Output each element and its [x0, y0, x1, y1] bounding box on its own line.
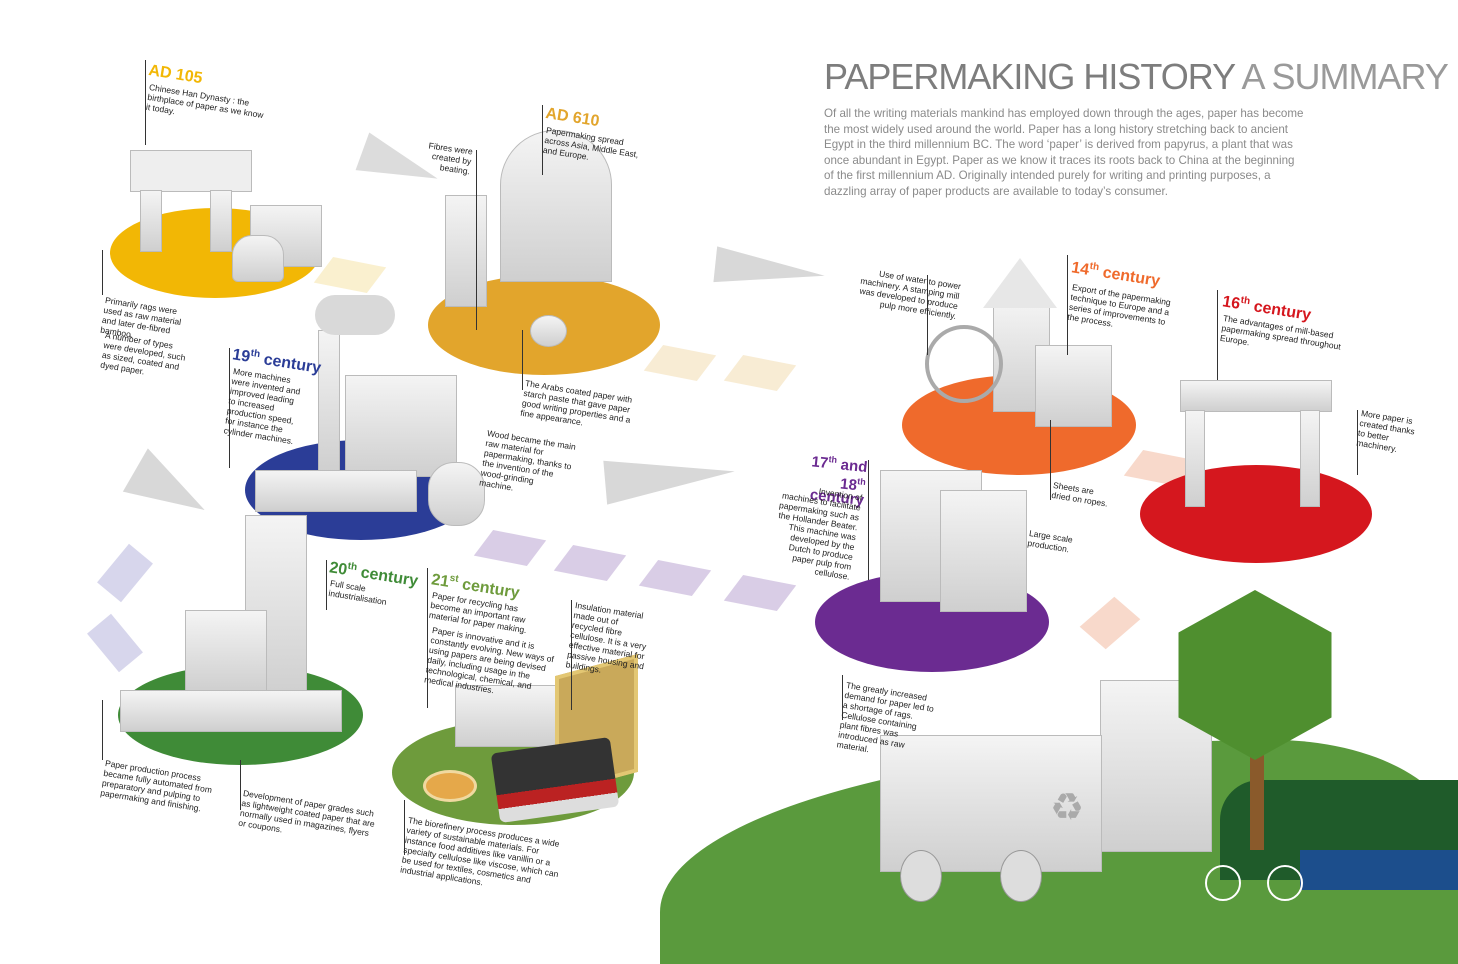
c16-platform	[1140, 465, 1372, 563]
basin	[530, 315, 567, 347]
path-arrow	[1079, 596, 1141, 650]
leader-line	[145, 60, 146, 145]
note-wood-material: Wood became the main raw material for pa…	[478, 428, 577, 493]
water-wheel	[925, 325, 1003, 403]
note-better-machinery: More paper is created thanks to better m…	[1355, 408, 1416, 454]
title-thin: A SUMMARY	[1241, 56, 1448, 97]
note-large-scale: Large scale production.	[1026, 528, 1074, 555]
path-arrow	[313, 256, 387, 294]
tower-roof	[983, 258, 1057, 308]
path-arrow	[723, 354, 797, 392]
bicycle-wheel	[1205, 865, 1241, 901]
era-desc-c19: More machines were invented and improved…	[223, 366, 302, 447]
note-rag-shortage: The greatly increased demand for paper l…	[836, 680, 935, 755]
recycle-icon: ♻	[1050, 787, 1085, 829]
paper-stack	[455, 685, 557, 747]
leader-line	[927, 275, 928, 355]
truck-wheel	[900, 850, 942, 902]
leader-line	[476, 150, 477, 330]
note-insulation: Insulation material made out of recycled…	[565, 600, 647, 675]
pillar	[140, 190, 162, 252]
chimney	[318, 330, 340, 472]
leader-line	[868, 460, 869, 580]
path-arrow	[723, 574, 797, 612]
leader-line	[1357, 410, 1358, 475]
leader-line	[102, 250, 103, 295]
leader-line	[229, 348, 230, 468]
leader-line	[522, 330, 523, 390]
path-arrow	[87, 613, 143, 673]
pagoda-roof	[130, 150, 252, 192]
arch-wall	[500, 130, 612, 282]
column	[1300, 410, 1320, 507]
house	[185, 610, 267, 692]
note-automation: Paper production process became fully au…	[99, 758, 213, 814]
leader-line	[1217, 290, 1218, 380]
leader-line	[427, 568, 428, 708]
smoke	[315, 295, 395, 335]
page-title: PAPERMAKING HISTORY A SUMMARY	[824, 56, 1449, 98]
leader-line	[571, 600, 572, 710]
brick-wall	[1035, 345, 1112, 427]
leader-line	[1050, 420, 1051, 500]
leader-line	[404, 800, 405, 855]
note-water-power: Use of water to power machinery. A stamp…	[858, 268, 962, 321]
leader-line	[842, 675, 843, 720]
path-arrow	[473, 529, 547, 567]
colonnade-top	[1180, 380, 1332, 412]
note-paper-grades: Development of paper grades such as ligh…	[237, 788, 376, 839]
column	[1185, 410, 1205, 507]
donut	[423, 770, 477, 802]
note-sheets-dried: Sheets are dried on ropes.	[1050, 480, 1109, 509]
era-desc-ad105: Chinese Han Dynasty : the birthplace of …	[145, 82, 265, 121]
leader-line	[240, 760, 241, 810]
title-bold: PAPERMAKING HISTORY	[824, 56, 1235, 97]
tank	[428, 462, 485, 526]
bicycle-icon	[1205, 855, 1305, 901]
recycling-truck	[880, 735, 1102, 872]
paper-plane-icon	[713, 246, 827, 294]
bicycle-wheel	[1267, 865, 1303, 901]
cylinder-machine	[255, 470, 417, 512]
path-arrow	[553, 544, 627, 582]
leader-line	[1067, 255, 1068, 355]
vat	[232, 235, 284, 282]
path-arrow	[97, 543, 153, 603]
paper-plane-icon	[603, 449, 737, 505]
leader-line	[102, 700, 103, 760]
paper-machine	[120, 690, 342, 732]
leader-line	[326, 560, 327, 610]
t-shirt-stack	[490, 736, 620, 824]
era-desc-c14: Export of the papermaking technique to E…	[1066, 282, 1172, 329]
leader-line	[542, 105, 543, 175]
truck-wheel	[1000, 850, 1042, 902]
note-arabs-starch: The Arabs coated paper with starch paste…	[519, 378, 633, 428]
lake	[1300, 850, 1458, 890]
factory-wall	[345, 375, 457, 477]
paper-plane-icon	[122, 448, 218, 532]
era-desc-c17: Invention of machines to facilitate pape…	[777, 485, 863, 582]
dutch-house	[940, 490, 1027, 612]
intro-paragraph: Of all the writing materials mankind has…	[824, 107, 1304, 198]
path-arrow	[638, 559, 712, 597]
pillar	[210, 190, 232, 252]
note-biorefinery: The biorefinery process produces a wide …	[399, 815, 561, 888]
era-desc-c21-innovation: Paper is innovative and it is constantly…	[423, 625, 555, 696]
arch-wall	[445, 195, 487, 307]
path-arrow	[643, 344, 717, 382]
